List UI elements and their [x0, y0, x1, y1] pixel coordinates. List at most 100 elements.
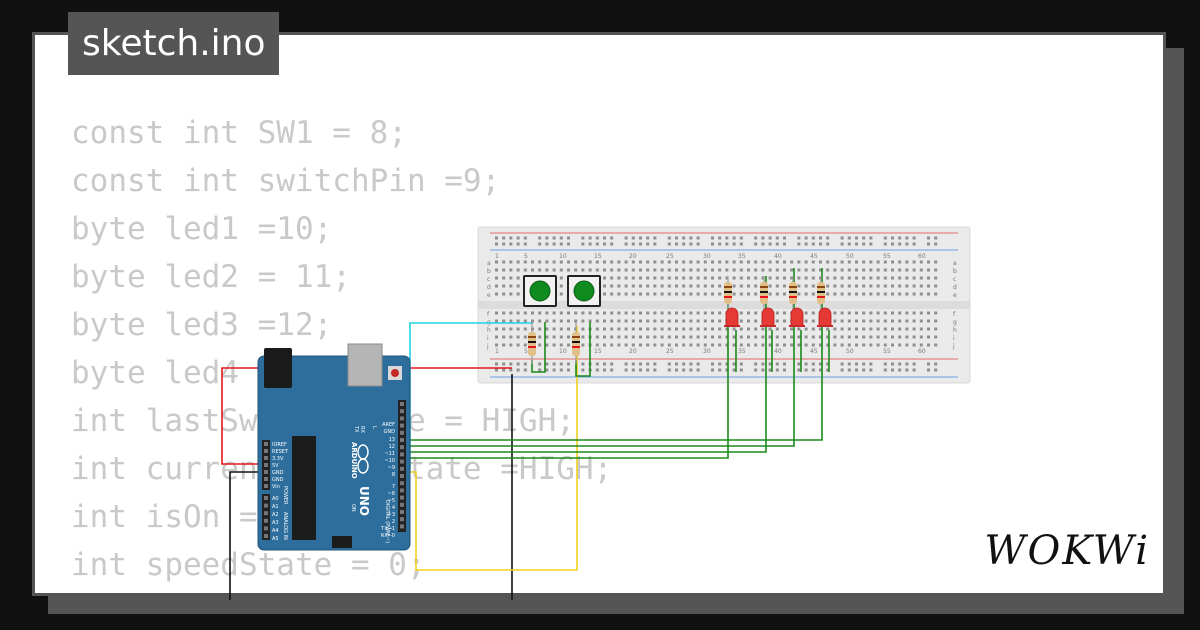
breadboard-hole: [567, 260, 570, 264]
breadboard-hole: [610, 311, 614, 315]
breadboard-hole: [567, 343, 570, 347]
breadboard-hole: [639, 335, 642, 339]
breadboard-hole: [653, 292, 657, 296]
header-pin[interactable]: [264, 442, 268, 446]
breadboard-hole: [768, 327, 772, 331]
breadboard-hole: [811, 327, 815, 331]
code-line: byte led1 =10;: [71, 211, 333, 247]
row-letter: i: [487, 335, 489, 342]
header-pin[interactable]: [400, 495, 404, 500]
header-pin[interactable]: [264, 511, 268, 516]
column-number: 1: [495, 253, 499, 260]
breadboard-hole: [891, 368, 894, 372]
header-pin[interactable]: [400, 488, 404, 493]
header-pin[interactable]: [400, 502, 404, 507]
header-pin[interactable]: [400, 517, 404, 522]
breadboard-hole: [653, 268, 657, 272]
breadboard-hole: [567, 362, 570, 366]
breadboard-hole: [559, 335, 563, 339]
header-pin[interactable]: [264, 477, 268, 481]
breadboard-hole: [667, 260, 671, 264]
breadboard-hole: [804, 284, 808, 288]
breadboard-hole: [595, 368, 599, 372]
pushbutton-2[interactable]: [567, 275, 601, 307]
header-pin[interactable]: [400, 402, 404, 406]
breadboard-hole: [667, 343, 671, 347]
header-pin[interactable]: [400, 416, 404, 421]
header-pin[interactable]: [400, 481, 404, 486]
breadboard-hole: [775, 327, 779, 331]
header-pin[interactable]: [400, 474, 404, 478]
breadboard-hole: [862, 311, 866, 315]
breadboard-hole: [775, 319, 779, 323]
header-pin[interactable]: [400, 466, 404, 471]
breadboard-hole: [703, 319, 707, 323]
breadboard-hole: [847, 319, 851, 323]
breadboard-hole: [667, 311, 671, 315]
l-label: L: [371, 426, 377, 429]
breadboard-hole: [768, 343, 772, 347]
breadboard-hole: [905, 284, 909, 288]
header-pin[interactable]: [264, 534, 268, 538]
header-pin[interactable]: [400, 430, 404, 435]
breadboard-hole: [610, 343, 614, 347]
led-2[interactable]: [760, 307, 776, 327]
header-pin[interactable]: [264, 496, 268, 500]
breadboard-hole: [545, 343, 549, 347]
wire-yellow-pin9: [404, 326, 578, 571]
header-pin[interactable]: [264, 463, 268, 467]
header-pin[interactable]: [400, 445, 404, 450]
column-number: 25: [666, 253, 674, 260]
breadboard-hole: [646, 260, 650, 264]
header-pin[interactable]: [400, 409, 404, 414]
resistor-button-1: [528, 322, 536, 364]
header-pin[interactable]: [400, 459, 404, 464]
header-pin[interactable]: [264, 456, 268, 460]
breadboard-hole: [840, 292, 844, 296]
column-number: 15: [594, 348, 602, 355]
breadboard-hole: [876, 311, 880, 315]
header-pin[interactable]: [264, 484, 268, 488]
breadboard-hole: [646, 236, 650, 240]
breadboard-hole: [595, 327, 599, 331]
header-pin[interactable]: [400, 524, 404, 529]
breadboard-hole: [516, 276, 520, 280]
breadboard-hole: [898, 335, 902, 339]
breadboard-hole: [934, 292, 938, 296]
column-number: 5: [524, 253, 528, 260]
header-pin[interactable]: [264, 518, 268, 523]
header-pin[interactable]: [400, 452, 404, 457]
led-1[interactable]: [724, 307, 740, 327]
breadboard-hole: [711, 343, 714, 347]
breadboard-hole: [660, 335, 664, 339]
resistor-led-3: [789, 276, 797, 312]
breadboard-hole: [891, 335, 894, 339]
breadboard-hole: [826, 368, 830, 372]
header-pin[interactable]: [400, 438, 404, 442]
header-pin[interactable]: [264, 526, 268, 531]
header-pin[interactable]: [264, 449, 268, 453]
led-4[interactable]: [817, 307, 833, 327]
header-pin[interactable]: [400, 510, 404, 514]
breadboard-hole: [502, 236, 506, 240]
breadboard-hole: [768, 236, 772, 240]
breadboard-hole: [754, 335, 758, 339]
arduino-uno[interactable]: IOREF RESET 3.3V 5V GND GND Vin A0 A1 A2…: [257, 343, 411, 551]
breadboard-hole: [862, 327, 866, 331]
breadboard-hole: [639, 311, 642, 315]
led-3[interactable]: [789, 307, 805, 327]
breadboard-hole: [696, 284, 700, 288]
breadboard-hole: [732, 327, 736, 331]
breadboard-hole: [588, 311, 592, 315]
column-number: 35: [738, 253, 746, 260]
breadboard-hole: [804, 268, 808, 272]
pushbutton-1[interactable]: [523, 275, 557, 307]
wokwi-logo: WOKWi: [984, 528, 1150, 574]
pin-label: 12: [389, 444, 395, 450]
breadboard-hole: [682, 260, 686, 264]
breadboard-hole: [545, 319, 549, 323]
header-pin[interactable]: [264, 503, 268, 508]
header-pin[interactable]: [400, 423, 404, 428]
breadboard-hole: [603, 368, 606, 372]
header-pin[interactable]: [264, 470, 268, 474]
